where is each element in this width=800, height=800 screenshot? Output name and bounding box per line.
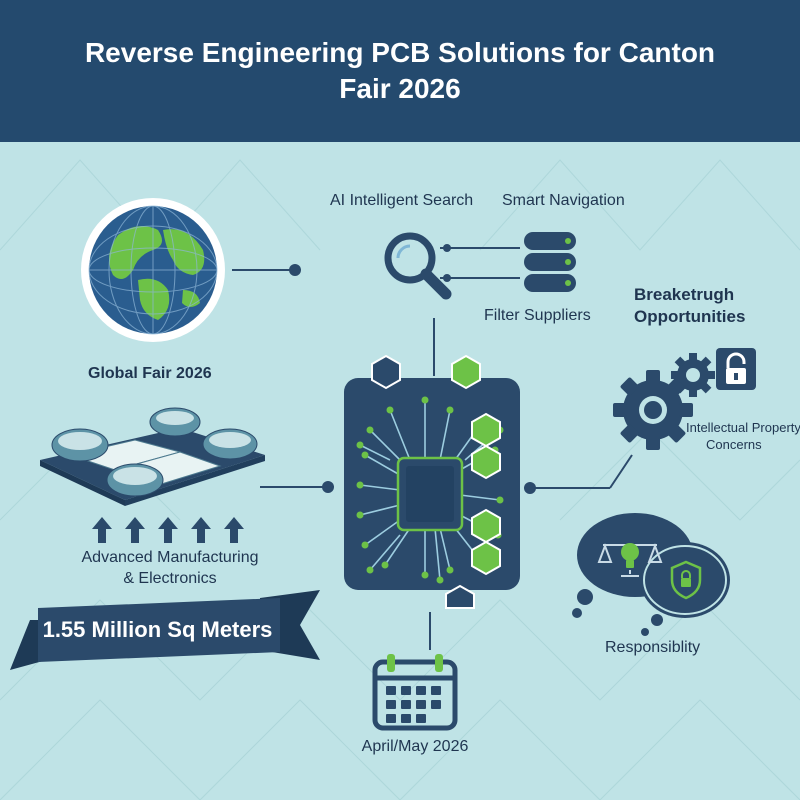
breakthrough-line1: Breaketrugh [634,285,735,304]
manufacturing-line2: & Electronics [123,570,217,587]
manufacturing-line1: Advanced Manufacturing [81,549,259,566]
node-venue [322,481,334,493]
connector-gears-diag [609,454,633,489]
date-label: April/May 2026 [361,738,469,755]
database-icon [524,232,576,292]
shield-icon [670,560,702,600]
circuit-chip-icon [344,354,520,609]
node-db-bottom [443,274,451,282]
node-gears [524,482,536,494]
ip-line1: Intellectual Property [686,420,800,435]
up-arrow-icon [92,517,244,543]
ai-search-label: AI Intelligent Search [330,192,474,209]
ip-line2: Concerns [706,437,762,452]
globe-icon [81,198,225,342]
gears-icon [613,353,715,450]
responsibility-label: Responsiblity [605,639,701,656]
padlock-icon [716,348,756,390]
node-globe [289,264,301,276]
area-ribbon [10,590,320,670]
magnifier-icon [384,232,452,300]
smart-navigation-label: Smart Navigation [502,192,625,209]
global-fair-label: Global Fair 2026 [88,365,212,382]
area-label: 1.55 Million Sq Meters [42,617,273,642]
venue-icon [40,407,265,506]
breakthrough-line2: Opportunities [634,307,746,326]
filter-suppliers-label: Filter Suppliers [484,307,591,324]
calendar-icon [372,654,458,731]
node-db-top [443,244,451,252]
header-banner: Reverse Engineering PCB Solutions for Ca… [0,0,800,142]
scales-icon [597,543,663,577]
page-title: Reverse Engineering PCB Solutions for Ca… [84,37,716,104]
